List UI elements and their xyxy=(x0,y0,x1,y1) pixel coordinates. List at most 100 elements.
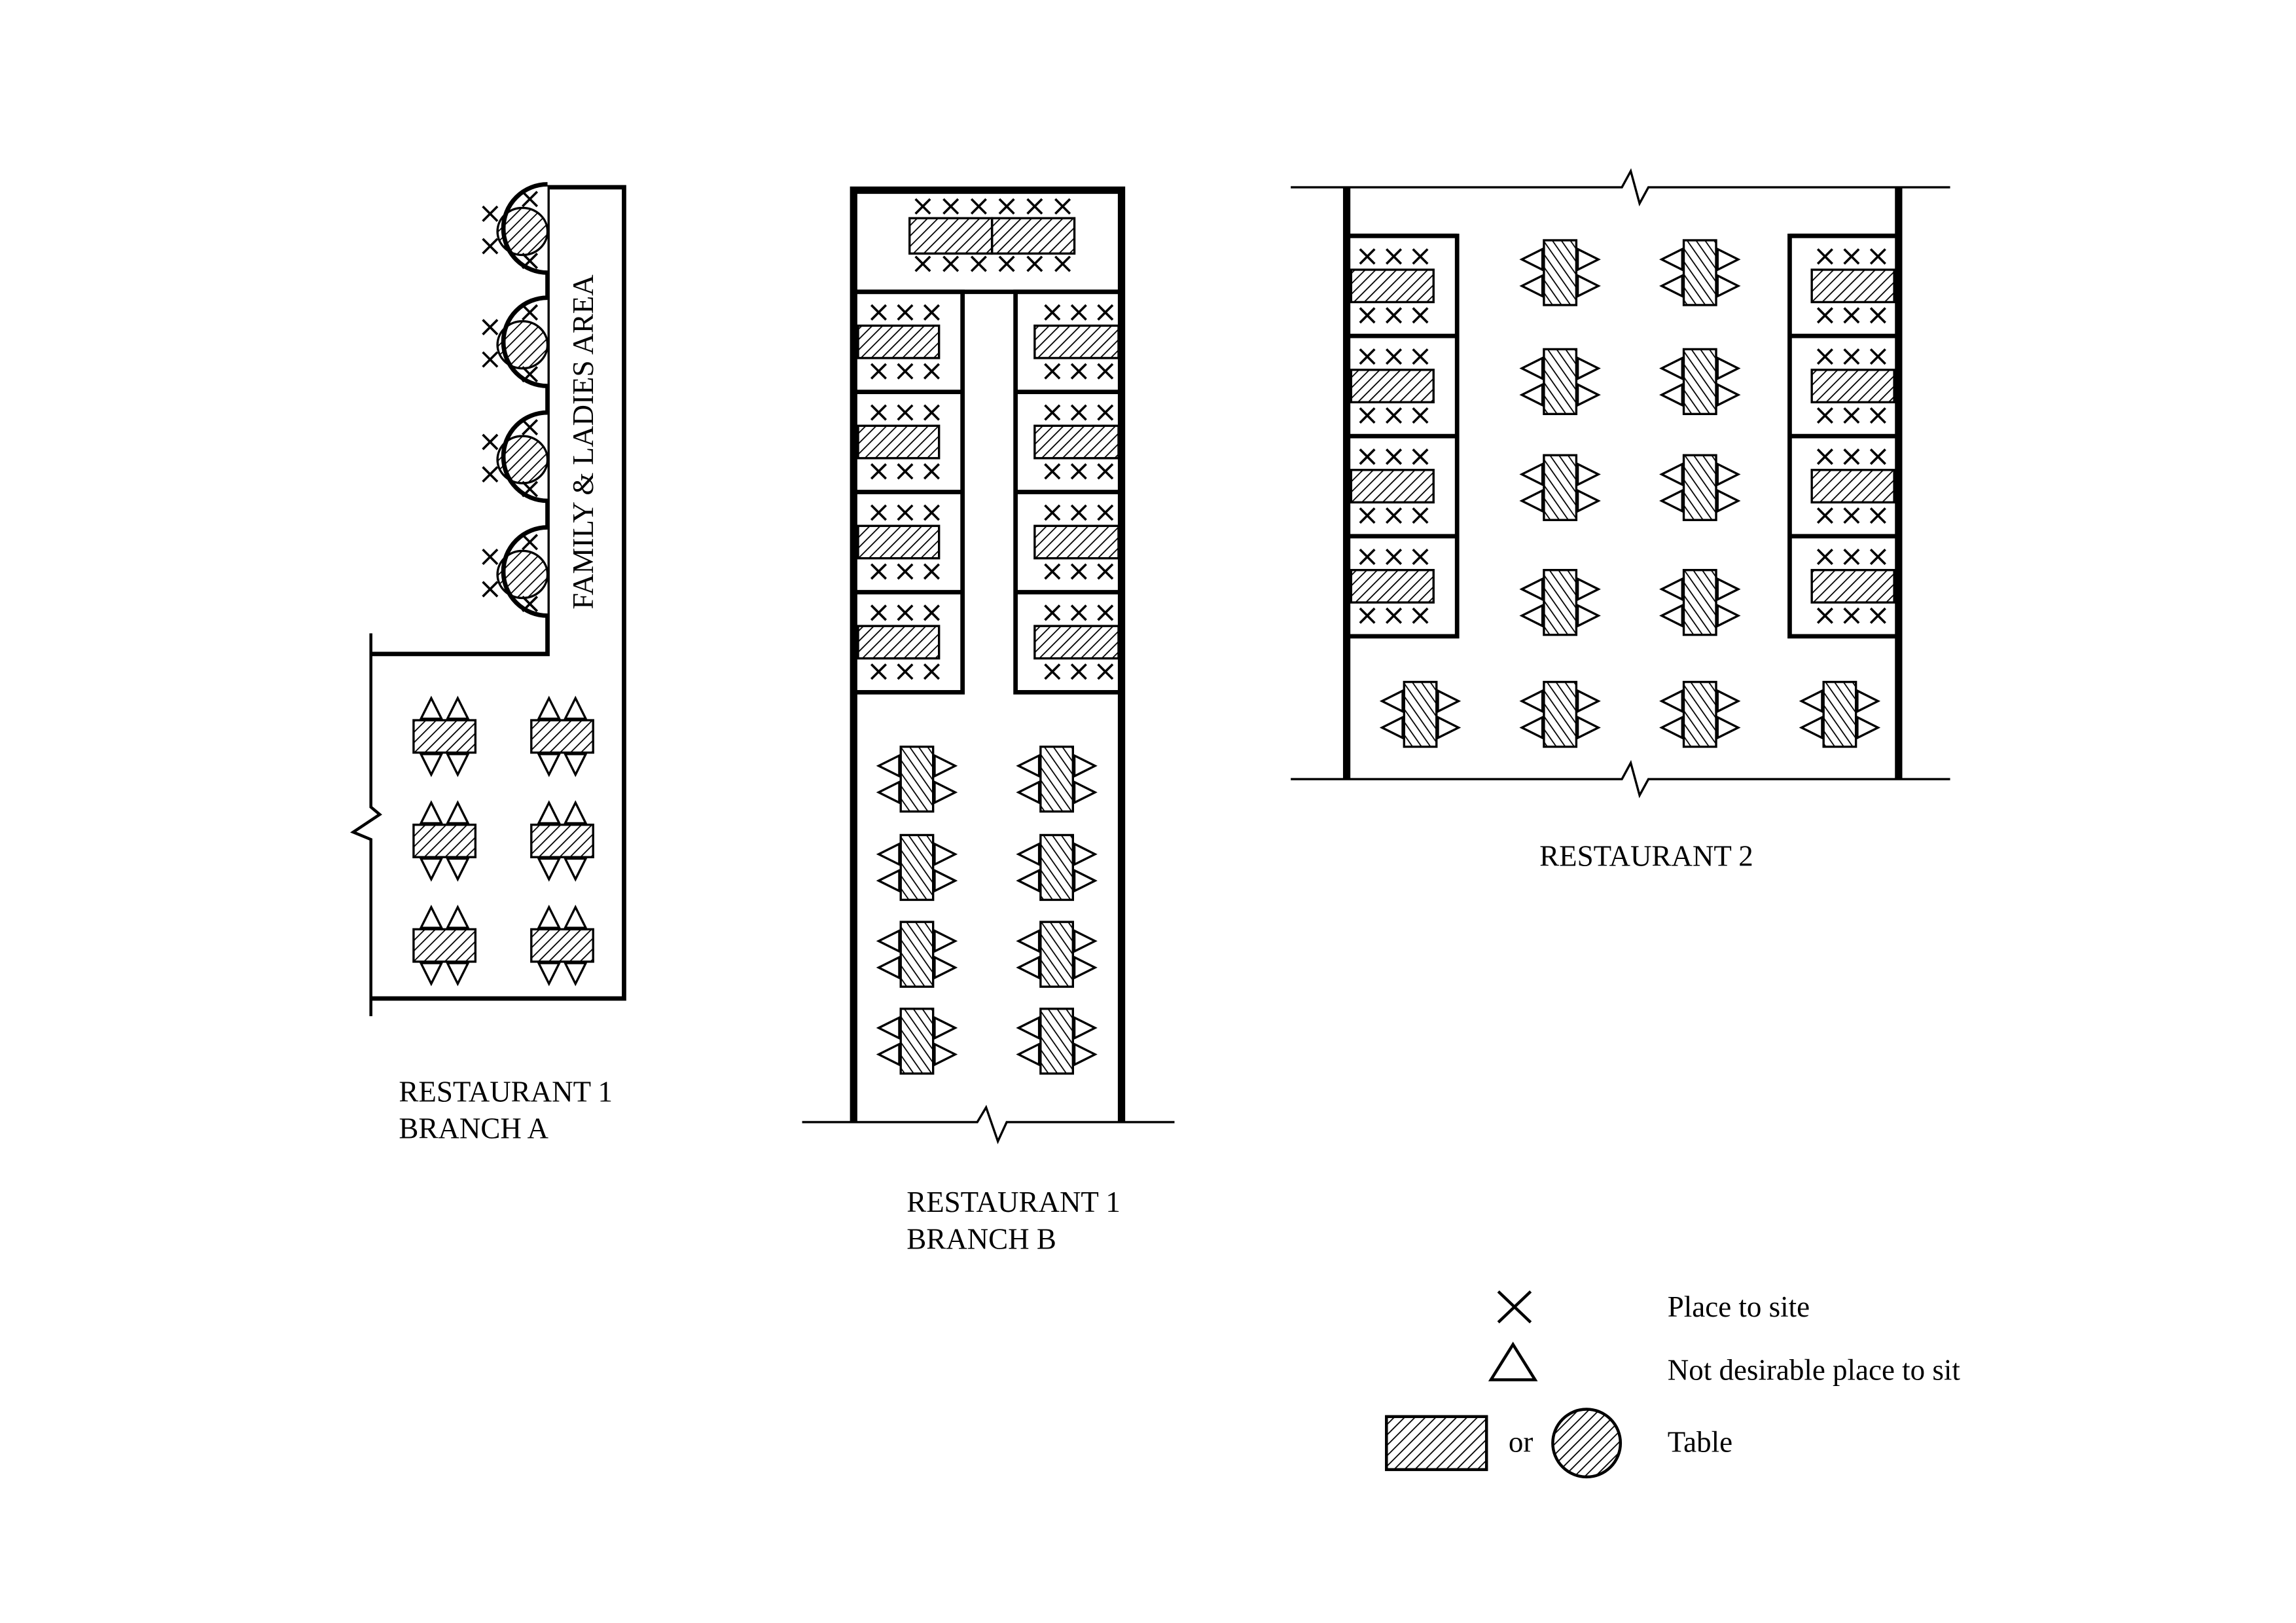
x-seat-icon xyxy=(1816,607,1833,624)
triangle-seat-icon xyxy=(1016,780,1041,805)
triangle-seat-icon xyxy=(445,904,470,929)
x-seat-icon xyxy=(897,504,914,521)
triangle-seat-icon xyxy=(1073,780,1098,805)
x-seat-icon xyxy=(1869,607,1886,624)
triangle-seat-icon xyxy=(1519,577,1544,602)
x-stroke xyxy=(1359,307,1376,324)
x-stroke xyxy=(1026,255,1043,272)
table xyxy=(1039,921,1075,988)
table xyxy=(412,719,477,754)
x-seat-icon xyxy=(1044,663,1061,680)
triangle-seat-icon xyxy=(563,695,588,720)
x-seat-icon xyxy=(1359,307,1376,324)
x-stroke xyxy=(1816,248,1833,265)
triangle-seat-icon xyxy=(445,753,470,778)
table xyxy=(1682,454,1717,521)
x-seat-icon xyxy=(1359,248,1376,265)
triangle-seat-icon xyxy=(419,800,444,825)
table xyxy=(1822,680,1857,748)
triangle-seat-icon xyxy=(1519,603,1544,628)
table xyxy=(1403,680,1438,748)
x-stroke xyxy=(1843,507,1860,524)
x-stroke xyxy=(1843,348,1860,365)
x-stroke xyxy=(923,363,940,380)
x-stroke xyxy=(1359,607,1376,624)
x-seat-icon xyxy=(1097,404,1114,421)
x-seat-icon xyxy=(1816,507,1833,524)
x-stroke xyxy=(1097,563,1114,580)
x-seat-icon xyxy=(1026,255,1043,272)
table xyxy=(1682,239,1717,306)
triangle-seat-icon xyxy=(1659,356,1683,381)
x-seat-icon xyxy=(482,466,499,483)
x-seat-icon xyxy=(923,663,940,680)
x-stroke xyxy=(522,191,539,208)
triangle-seat-icon xyxy=(537,857,562,882)
triangle-seat-icon xyxy=(419,753,444,778)
table xyxy=(530,719,594,754)
round-table xyxy=(496,319,549,370)
x-stroke xyxy=(1070,604,1087,621)
x-seat-icon xyxy=(923,604,940,621)
triangle-seat-icon xyxy=(1519,274,1544,299)
x-stroke xyxy=(1070,663,1087,680)
table xyxy=(412,928,477,963)
table xyxy=(530,928,594,963)
x-stroke xyxy=(1097,363,1114,380)
x-seat-icon xyxy=(914,198,931,215)
x-stroke xyxy=(1044,504,1061,521)
triangle-seat-icon xyxy=(419,695,444,720)
x-seat-icon xyxy=(1097,604,1114,621)
x-stroke xyxy=(1412,607,1429,624)
x-stroke xyxy=(1070,404,1087,421)
x-stroke xyxy=(1386,607,1403,624)
x-seat-icon xyxy=(1359,448,1376,465)
x-seat-icon xyxy=(1359,507,1376,524)
restaurant-2-plan: RESTAURANT 2 xyxy=(1291,168,1950,873)
triangle-seat-icon xyxy=(1576,689,1601,714)
x-seat-icon xyxy=(1097,363,1114,380)
table xyxy=(899,1008,935,1075)
x-stroke xyxy=(1843,607,1860,624)
x-stroke xyxy=(870,404,888,421)
x-seat-icon xyxy=(1843,448,1860,465)
x-seat-icon xyxy=(1412,307,1429,324)
triangle-seat-icon xyxy=(1716,274,1741,299)
table xyxy=(1039,833,1075,902)
x-seat-icon xyxy=(870,463,888,480)
triangle-seat-icon xyxy=(1576,382,1601,407)
x-stroke xyxy=(1044,604,1061,621)
x-seat-icon xyxy=(1412,507,1429,524)
x-seat-icon xyxy=(522,419,539,436)
table xyxy=(1543,239,1578,306)
triangle-seat-icon xyxy=(1488,1341,1538,1381)
x-stroke xyxy=(970,255,987,272)
x-stroke xyxy=(870,463,888,480)
x-stroke xyxy=(897,404,914,421)
x-seat-icon xyxy=(482,433,499,450)
x-seat-icon xyxy=(1816,448,1833,465)
x-stroke xyxy=(1869,307,1886,324)
triangle-seat-icon xyxy=(1659,603,1683,628)
x-stroke xyxy=(1044,404,1061,421)
x-stroke xyxy=(870,604,888,621)
triangle-seat-icon xyxy=(1659,382,1683,407)
x-stroke xyxy=(522,252,539,269)
triangle-seat-icon xyxy=(1716,356,1741,381)
triangle-seat-icon xyxy=(1073,955,1098,980)
triangle-seat-icon xyxy=(933,754,958,778)
x-stroke xyxy=(1843,548,1860,565)
table xyxy=(1682,680,1717,748)
x-stroke xyxy=(897,504,914,521)
x-stroke xyxy=(1412,448,1429,465)
x-stroke xyxy=(914,198,931,215)
table xyxy=(1682,569,1717,636)
x-stroke xyxy=(1386,348,1403,365)
triangle-seat-icon xyxy=(1856,715,1881,740)
x-stroke xyxy=(1097,404,1114,421)
table xyxy=(857,625,941,660)
x-stroke xyxy=(482,581,499,598)
x-stroke xyxy=(897,304,914,321)
x-seat-icon xyxy=(1044,304,1061,321)
x-stroke xyxy=(1359,407,1376,424)
